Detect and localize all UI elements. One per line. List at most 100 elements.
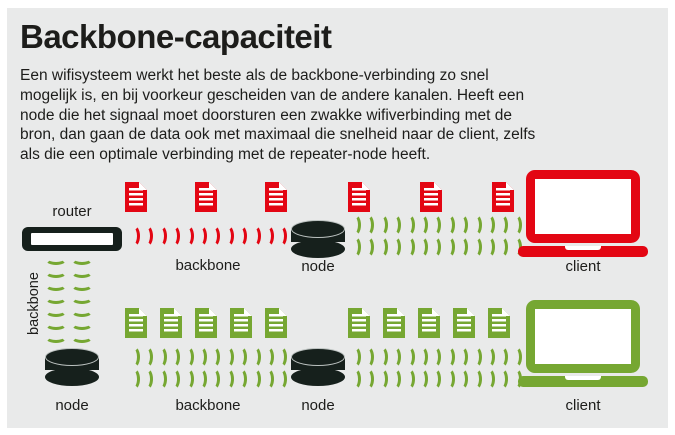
document-icon [488,308,510,338]
wifi-arc-icon [375,346,388,368]
intro-line: bron, dan gaan de data ook met maximaal … [20,126,536,144]
router-icon [22,227,122,251]
document-text-lines [387,314,401,334]
wifi-arc-icon [194,225,207,247]
row1-green-arcs-bottom [348,236,522,258]
row1-red-docs-right [348,182,514,212]
document-text-lines [129,314,143,334]
wifi-arc-icon [442,368,455,390]
wifi-arc-icon [388,236,402,258]
wifi-arc-icon [388,346,402,368]
wifi-arc-icon [455,236,469,258]
wifi-arc-icon [234,368,248,390]
document-text-lines [269,314,283,334]
wifi-arc-icon [375,214,388,236]
row1-node-label: node [301,258,335,275]
wifi-arc-icon [274,346,288,368]
wifi-arc-icon [167,346,181,368]
document-text-lines [352,314,366,334]
document-icon [125,182,147,212]
wifi-arc-icon [509,346,522,368]
document-icon [418,308,440,338]
wifi-arc-icon [469,236,482,258]
wifi-arc-icon [140,368,154,390]
wifi-arc-icon [234,346,248,368]
row2-green-docs-right [348,308,510,338]
wifi-arc-icon [154,346,167,368]
wifi-arc-icon [140,346,154,368]
wifi-arc-icon [495,214,509,236]
document-text-lines [496,188,510,208]
wifi-arc-icon [482,236,495,258]
wifi-arc-icon [455,346,469,368]
wifi-arc-icon [428,346,442,368]
laptop-base [518,376,648,387]
wifi-arc-icon [181,368,194,390]
wifi-arc-icon [375,368,388,390]
row2-green-arcs-right-bottom [348,368,522,390]
wifi-arc-icon [71,318,93,330]
wifi-arc-icon [495,346,509,368]
wifi-arc-icon [455,368,469,390]
wifi-arc-icon [127,225,140,247]
row1-red-backbone-arcs [127,225,288,247]
wifi-arc-icon [248,225,261,247]
document-icon [492,182,514,212]
wifi-arc-icon [482,346,495,368]
laptop-notch [565,246,601,250]
wifi-arc-icon [71,305,93,317]
wifi-arc-icon [361,214,375,236]
document-icon [420,182,442,212]
document-icon [195,182,217,212]
node-icon [45,348,99,386]
document-text-lines [492,314,506,334]
wifi-arc-icon [375,236,388,258]
wifi-arc-icon [45,279,67,291]
wifi-arc-icon [274,225,288,247]
document-text-lines [269,188,283,208]
router-front [31,233,113,245]
wifi-arc-icon [221,368,234,390]
row1-green-arcs-top [348,214,522,236]
row1-backbone-label: backbone [175,257,241,274]
laptop-screen [526,170,640,243]
node-icon [291,220,345,258]
wifi-arc-icon [181,346,194,368]
laptop-notch [565,376,601,380]
wifi-arc-icon [348,368,361,390]
intro-line: node die het signaal moet doorsturen een… [20,106,512,124]
wifi-arc-icon [45,292,67,304]
wifi-arc-icon [71,279,93,291]
wifi-arc-icon [274,368,288,390]
wifi-arc-icon [495,368,509,390]
vertical-backbone-label: backbone [26,272,42,336]
node-top-face [45,348,99,366]
laptop-screen [526,300,640,373]
wifi-arc-icon [127,368,140,390]
wifi-arc-icon [45,305,67,317]
wifi-arc-icon [71,266,93,278]
wifi-arc-icon [469,346,482,368]
wifi-arc-icon [71,331,93,343]
client-laptop-icon [518,300,648,387]
wifi-arc-icon [428,368,442,390]
wifi-arc-icon [248,346,261,368]
wifi-arc-icon [234,225,248,247]
wifi-arc-icon [509,214,522,236]
node-icon [291,348,345,386]
wifi-arc-icon [140,225,154,247]
wifi-arc-icon [207,346,221,368]
wifi-arc-icon [482,214,495,236]
wifi-arc-icon [207,225,221,247]
wifi-arc-icon [361,368,375,390]
wifi-arc-icon [261,368,274,390]
document-text-lines [199,188,213,208]
client-laptop-icon [518,170,648,257]
wifi-arc-icon [402,236,415,258]
node-top-face [291,220,345,238]
wifi-arc-icon [402,214,415,236]
wifi-arc-icon [482,368,495,390]
document-text-lines [129,188,143,208]
document-icon [348,182,370,212]
intro-line: als die een optimale verbinding met de r… [20,146,431,164]
